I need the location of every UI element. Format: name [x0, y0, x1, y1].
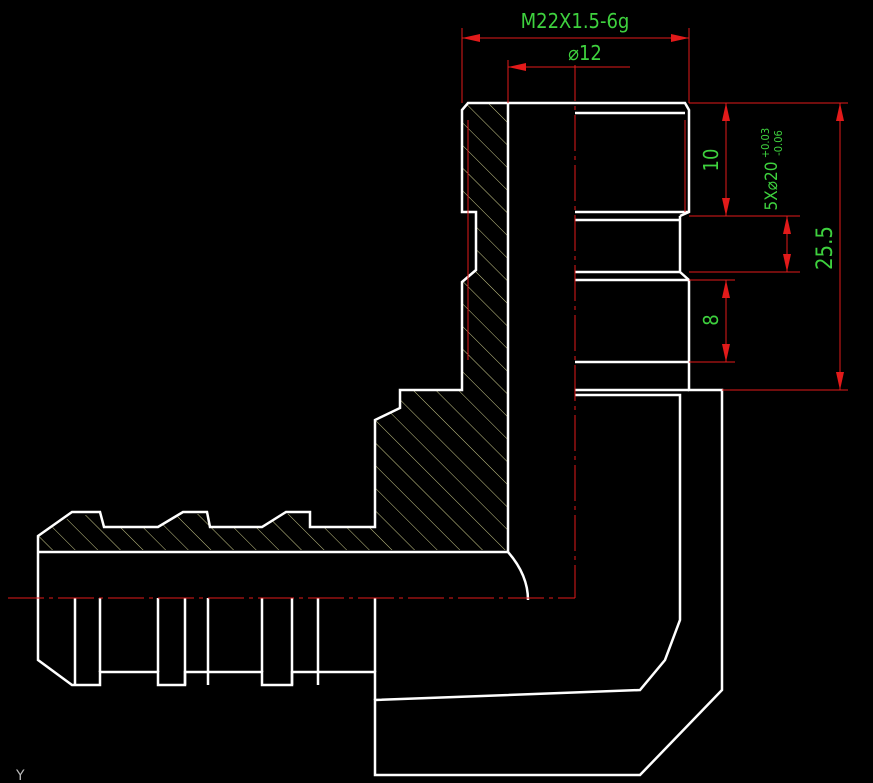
- outer-profile: [36, 101, 691, 550]
- dimension-lines: [461, 28, 848, 391]
- bore-diameter-label: ⌀12: [568, 41, 602, 65]
- arrow-bore-left: [508, 63, 526, 71]
- groove-spec-label: 5X⌀20 +0.03 -0.06: [759, 128, 785, 211]
- arrow-thread-left: [462, 34, 480, 42]
- arrowheads: [462, 34, 844, 390]
- ucs-y-label: Y: [15, 768, 25, 783]
- arrow-h10-bottom: [722, 198, 730, 216]
- arrow-h25-bottom: [836, 372, 844, 390]
- arrow-h25-top: [836, 103, 844, 121]
- spigot-top-inner: [38, 550, 530, 601]
- barb-length-label: 8: [699, 314, 723, 325]
- hatched-section: [38, 103, 508, 550]
- thread-dimension-label: M22X1.5-6g: [521, 9, 630, 33]
- overall-height-label: 25.5: [813, 226, 838, 270]
- arrow-groove-top: [783, 216, 791, 234]
- groove-tol-lower: -0.06: [772, 130, 785, 156]
- groove-spec-main: 5X⌀20: [762, 162, 782, 211]
- arrow-groove-bottom: [783, 254, 791, 272]
- spigot-bottom: [36, 550, 377, 700]
- arrow-thread-right: [671, 34, 689, 42]
- center-lines: [8, 65, 686, 599]
- thread-length-label: 10: [699, 149, 723, 172]
- arrow-h8-top: [722, 280, 730, 298]
- groove-tol-upper: +0.03: [759, 128, 772, 158]
- arrow-h8-bottom: [722, 344, 730, 362]
- arrow-h10-top: [722, 103, 730, 121]
- groove-profile: [373, 216, 724, 777]
- part-outline: [36, 101, 724, 777]
